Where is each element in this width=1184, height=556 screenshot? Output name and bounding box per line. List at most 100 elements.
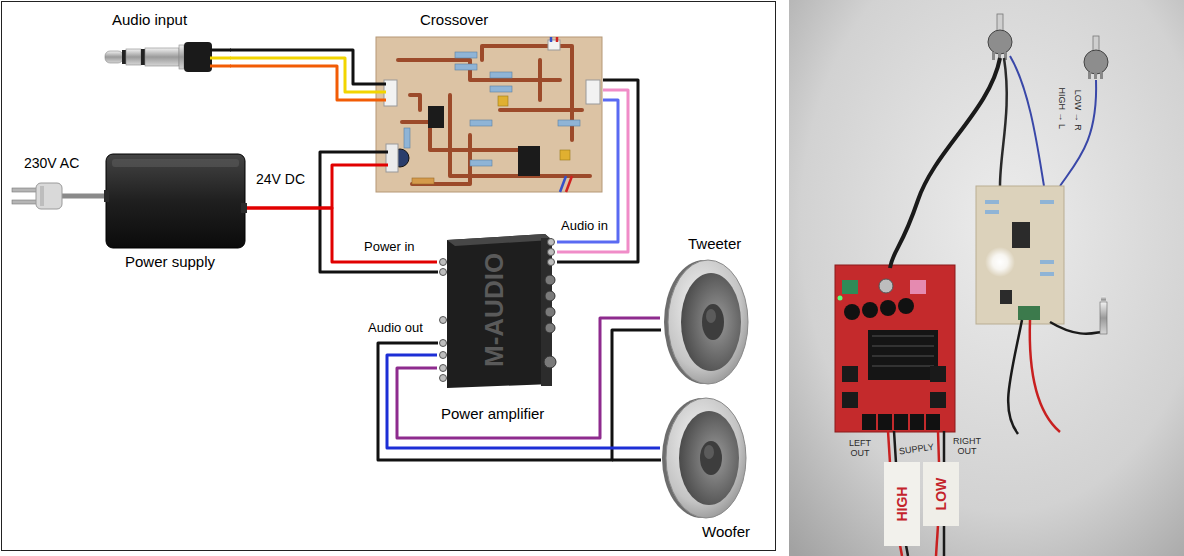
- wall-photo: [878, 414, 892, 430]
- amplifier-body: [548, 249, 555, 256]
- connection-label: Power in: [364, 240, 415, 255]
- label-anchor: Audio in: [561, 219, 608, 234]
- wall-photo: [1101, 296, 1106, 303]
- crossover-pcb: [558, 120, 580, 126]
- wall-photo: [1100, 72, 1103, 79]
- mains-plug: [60, 194, 106, 199]
- wall-photo: [880, 300, 896, 316]
- audio-plug: [141, 49, 145, 65]
- component-label: Power supply: [125, 253, 215, 270]
- audio-plug: [184, 42, 212, 72]
- amplifier-body: [548, 239, 555, 246]
- component-power-supply: Power supply: [105, 150, 247, 274]
- wall-photo: [862, 302, 878, 318]
- crossover-pcb: [375, 151, 388, 154]
- component-label: Woofer: [702, 523, 750, 540]
- connector-group: [230, 50, 375, 100]
- crossover-pcb: [375, 91, 386, 94]
- audio-plug: [105, 42, 231, 72]
- speaker-wire: [397, 318, 660, 438]
- wall-photo: [930, 366, 946, 382]
- crossover-pcb: [470, 120, 492, 126]
- amplifier-body: [545, 291, 555, 301]
- power-supply-brick: [104, 154, 247, 248]
- wall-photo: [868, 330, 938, 380]
- wall-photo: [894, 431, 896, 463]
- wall-photo: [894, 414, 908, 430]
- mains-plug: [12, 183, 106, 209]
- component-label: Power amplifier: [441, 405, 544, 422]
- power-supply-brick: [106, 154, 245, 248]
- wire-strand: [230, 66, 375, 100]
- voltage-label: 24V DC: [256, 171, 305, 187]
- crossover-pcb: [375, 164, 388, 167]
- tweeter-speaker: [668, 260, 748, 384]
- crossover-pcb: [490, 86, 512, 92]
- wall-photo: [872, 365, 934, 367]
- power-supply-brick: [112, 159, 239, 167]
- woofer-speaker: [666, 398, 746, 518]
- crossover-pcb: [376, 37, 602, 192]
- handwritten-note: HIGH → L: [1057, 87, 1067, 129]
- signal-cable: [557, 90, 628, 252]
- crossover-pcb: [455, 64, 477, 70]
- tape-tag: HIGH: [884, 462, 920, 546]
- panel-frame: [2, 2, 776, 551]
- wire: [320, 152, 661, 460]
- handwritten-note: RIGHT OUT: [946, 437, 988, 457]
- mains-plug: [40, 186, 44, 206]
- mains-plug: [12, 200, 38, 204]
- wall-photo: [872, 345, 934, 347]
- wall-photo: [976, 186, 1064, 324]
- crossover-pcb: [560, 176, 566, 192]
- audio-cable: [230, 58, 375, 92]
- wall-photo: [1094, 72, 1097, 79]
- wall-photo: [985, 200, 999, 204]
- amplifier-body: [545, 323, 555, 333]
- amplifier-body: [545, 275, 555, 285]
- mains-plug: [36, 183, 62, 209]
- woofer-speaker: [700, 441, 722, 475]
- wall-photo: [910, 280, 926, 294]
- audio-plug: [122, 50, 126, 64]
- handwritten-note: LEFT OUT: [840, 439, 880, 459]
- amplifier-body: [440, 317, 447, 324]
- component-label: Crossover: [420, 11, 488, 28]
- label-anchor: 230V AC: [24, 155, 79, 171]
- wall-photo: [842, 366, 858, 382]
- wall-photo: [842, 392, 858, 408]
- crossover-pcb: [412, 178, 434, 184]
- wall-photo: [1012, 222, 1030, 248]
- audio-plug: [145, 48, 179, 66]
- wall-photo: [930, 392, 946, 408]
- handwritten-note: LOW → R: [1072, 90, 1082, 131]
- tape-tag: LOW: [923, 462, 959, 526]
- connector-group: [387, 355, 660, 448]
- amplifier-body: [440, 269, 447, 276]
- crossover-pcb: [550, 37, 553, 42]
- crossover-pcb: [375, 99, 386, 102]
- speaker-wire: [387, 355, 660, 448]
- crossover-pcb: [586, 80, 600, 104]
- crossover-pcb: [566, 176, 572, 192]
- tweeter-speaker: [664, 260, 748, 384]
- crossover-pcb: [375, 37, 602, 192]
- crossover-pcb: [556, 37, 559, 42]
- crossover-pcb: [498, 96, 508, 106]
- wall-photo: [835, 265, 955, 432]
- crossover-pcb: [560, 150, 570, 160]
- tweeter-speaker: [706, 309, 716, 323]
- amplifier-body: [440, 365, 447, 372]
- label-anchor: RIGHT OUT: [946, 437, 988, 457]
- component-tweeter: Tweeter: [660, 233, 760, 388]
- audio-plug: [179, 45, 184, 69]
- wall-photo: [1050, 322, 1102, 334]
- connector-group: [247, 165, 375, 208]
- wall-photo: [862, 414, 876, 430]
- audio-plug: [210, 49, 231, 52]
- mains-plug: [12, 188, 38, 192]
- wall-photo: [898, 298, 914, 314]
